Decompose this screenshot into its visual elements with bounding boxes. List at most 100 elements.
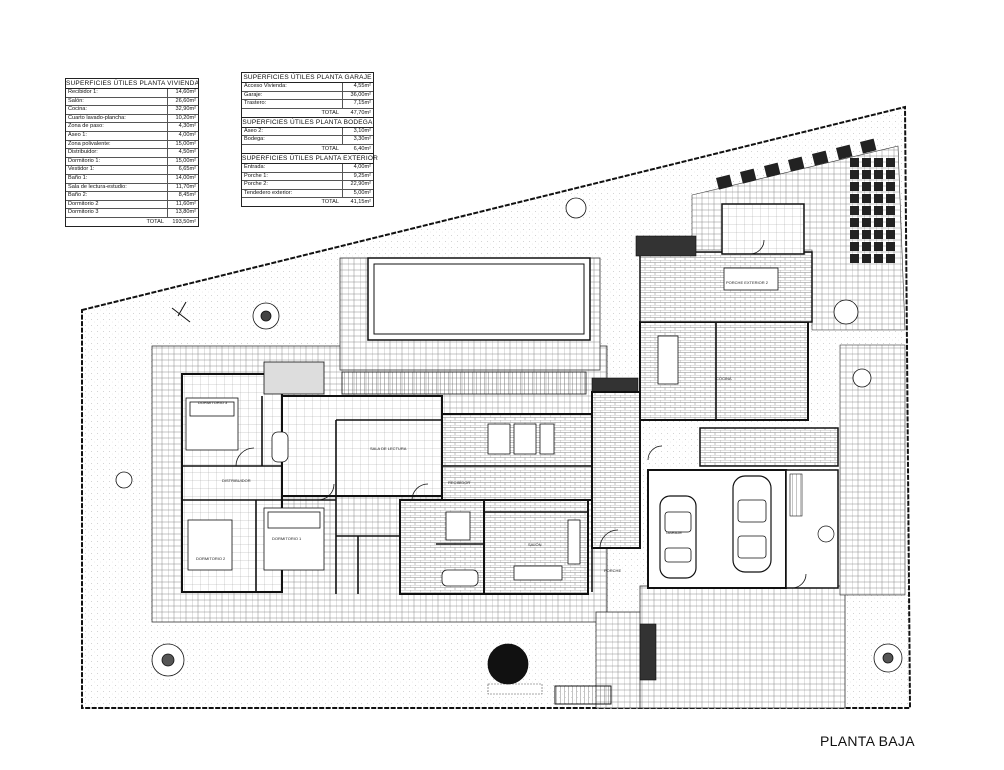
table-row: Zona polivalente: 15,00m² — [66, 140, 198, 150]
solar-panel — [874, 242, 883, 251]
solar-panel — [886, 230, 895, 239]
solar-panel — [862, 218, 871, 227]
row-name: Trastero: — [242, 100, 343, 108]
table-row: Aseo 1:4,00m² — [66, 131, 198, 141]
label-porche-2: PORCHE EXTERIOR 2 — [726, 280, 769, 285]
solar-panel — [850, 230, 859, 239]
solar-panel — [886, 218, 895, 227]
solar-panel — [886, 242, 895, 251]
table-row: Bodega:3,30m² — [242, 136, 373, 145]
plan-title: PLANTA BAJA — [820, 733, 915, 749]
solar-panels — [716, 138, 895, 263]
table-row: Distribuidor:4,50m² — [66, 149, 198, 158]
row-value: 11,60m² — [175, 200, 196, 207]
table-row: Garaje:36,00m² — [242, 91, 373, 101]
row-value: 3,10m² — [353, 127, 371, 134]
table-exterior-title: SUPERFICIES ÚTILES PLANTA EXTERIOR — [242, 152, 378, 164]
row-value: 15,00m² — [175, 140, 196, 147]
label-cocina: COCINA — [716, 376, 732, 381]
row-name: Dormitorio 3 — [66, 209, 168, 217]
solar-panel — [886, 158, 895, 167]
table-garaje-total: TOTAL 47,70m² — [321, 109, 371, 116]
solar-panel — [886, 254, 895, 263]
solar-panel — [886, 170, 895, 179]
row-value: 7,15m² — [353, 100, 371, 107]
table-row: Baño 2: 8,45m² — [66, 192, 198, 201]
solar-panel — [850, 242, 859, 251]
solar-panel — [763, 162, 781, 178]
row-name: Dormitorio 2 — [66, 200, 168, 209]
row-name: Porche 1: — [242, 172, 343, 181]
door-swings — [235, 239, 807, 589]
solar-panel — [850, 254, 859, 263]
row-name: Porche 2: — [242, 181, 343, 189]
row-value: 4,00m² — [353, 163, 371, 170]
trees — [115, 197, 903, 685]
table-bodega-total: TOTAL 6,40m² — [321, 145, 371, 152]
row-name: Bodega: — [242, 136, 343, 144]
solar-panel — [862, 230, 871, 239]
row-name: Zona de paso: — [66, 123, 168, 131]
table-row: Cocina:32,90m² — [66, 106, 198, 115]
solar-panel — [874, 218, 883, 227]
solar-panel — [860, 138, 877, 154]
table-row: Dormitorio 3 13,80m² — [66, 209, 198, 218]
row-value: 5,00m² — [353, 189, 371, 196]
table-row: Acceso Vivienda:4,55m² — [242, 83, 373, 92]
table-row: Salón: 26,60m² — [66, 97, 198, 107]
table-row: Aseo 2: 3,10m² — [242, 127, 373, 137]
row-value: 8,45m² — [178, 192, 196, 199]
row-value: 14,60m² — [175, 89, 196, 95]
row-value: 13,80m² — [175, 209, 196, 216]
row-name: Dormitorio 1: — [66, 157, 168, 166]
solar-panel — [862, 170, 871, 179]
row-name: Sala de lectura-estudio: — [66, 183, 168, 192]
row-name: Salón: — [66, 97, 168, 106]
row-value: 4,55m² — [353, 83, 371, 89]
label-garaje: GARAJE — [666, 530, 682, 535]
row-value: 26,60m² — [175, 97, 196, 104]
solar-panel — [850, 218, 859, 227]
solar-panel — [850, 206, 859, 215]
solar-panel — [850, 194, 859, 203]
solar-panel — [850, 182, 859, 191]
table-row: Tendedero exterior: 5,00m² — [242, 189, 373, 199]
label-dormitorio-1: DORMITORIO 1 — [272, 536, 302, 541]
row-value: 9,25m² — [353, 172, 371, 179]
row-value: 22,90m² — [350, 181, 371, 188]
label-sala-lectura: SALA DE LECTURA — [370, 446, 407, 451]
solar-panel — [886, 206, 895, 215]
label-dormitorio-2: DORMITORIO 2 — [196, 556, 226, 561]
garage — [647, 469, 839, 589]
table-garaje: SUPERFICIES ÚTILES PLANTA GARAJE Acceso … — [241, 72, 378, 208]
solar-panel — [862, 242, 871, 251]
table-row: Porche 1: 9,25m² — [242, 172, 373, 182]
row-name: Zona polivalente: — [66, 140, 168, 149]
table-row: Dormitorio 1: 15,00m² — [66, 157, 198, 167]
solar-panel — [812, 150, 829, 166]
table-exterior-total: TOTAL 41,15m² — [321, 199, 371, 206]
row-value: 36,00m² — [350, 91, 371, 98]
row-name: Aseo 2: — [242, 127, 343, 136]
table-vivienda-total: TOTAL 193,50m² — [146, 218, 196, 225]
table-vivienda: SUPERFICIES ÚTILES PLANTA VIVIENDA Recib… — [65, 78, 199, 227]
table-row: Entrada: 4,00m² — [242, 163, 373, 173]
solar-panel — [850, 170, 859, 179]
row-name: Baño 2: — [66, 192, 168, 200]
solar-panel — [874, 158, 883, 167]
table-row: Porche 2: 22,90m² — [242, 181, 373, 190]
row-value: 14,00m² — [175, 174, 196, 181]
row-name: Entrada: — [242, 163, 343, 172]
solar-panel — [874, 194, 883, 203]
row-name: Aseo 1: — [66, 131, 168, 140]
row-name: Recibidor 1: — [66, 89, 168, 97]
row-value: 15,00m² — [175, 157, 196, 164]
solar-panel — [862, 206, 871, 215]
row-name: Distribuidor: — [66, 149, 168, 157]
row-name: Tendedero exterior: — [242, 189, 343, 198]
solar-panel — [836, 144, 853, 160]
row-value: 4,30m² — [178, 123, 196, 130]
solar-panel — [874, 182, 883, 191]
solar-panel — [874, 254, 883, 263]
row-name: Cocina: — [66, 106, 168, 114]
